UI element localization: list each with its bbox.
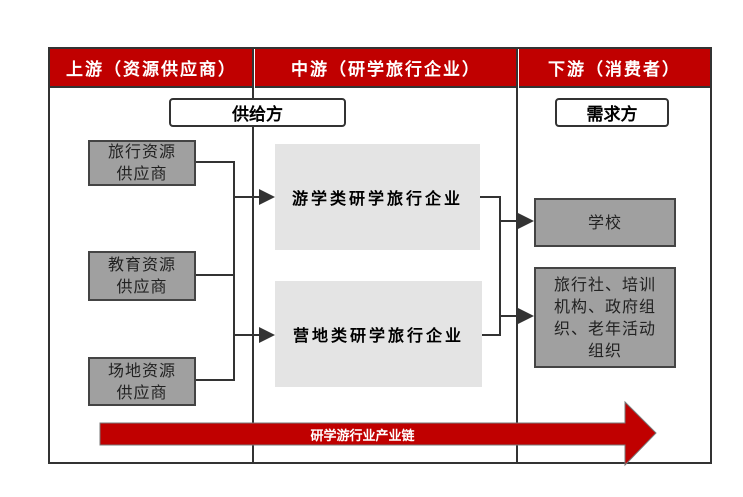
demand-side-tag: 需求方 [555,98,669,127]
enterprise-camp: 营地类研学旅行企业 [275,281,482,387]
consumer-organizations: 旅行社、培训机构、政府组织、老年活动组织 [534,267,676,368]
consumer-schools: 学校 [534,198,676,247]
supply-side-tag: 供给方 [169,98,346,127]
column-divider [252,49,254,463]
supplier-travel-resources: 旅行资源供应商 [88,140,196,186]
industry-chain-arrow [99,400,657,467]
header-upstream: 上游（资源供应商） [50,49,253,88]
supplier-venue-resources: 场地资源供应商 [88,357,196,406]
supplier-education-resources: 教育资源供应商 [88,251,196,301]
column-divider [516,49,518,463]
industry-chain-label: 研学游行业产业链 [310,428,415,444]
diagram-frame [48,47,712,464]
header-downstream: 下游（消费者） [519,49,710,88]
enterprise-study-tour: 游学类研学旅行企业 [275,144,480,250]
header-midstream: 中游（研学旅行企业） [255,49,517,88]
